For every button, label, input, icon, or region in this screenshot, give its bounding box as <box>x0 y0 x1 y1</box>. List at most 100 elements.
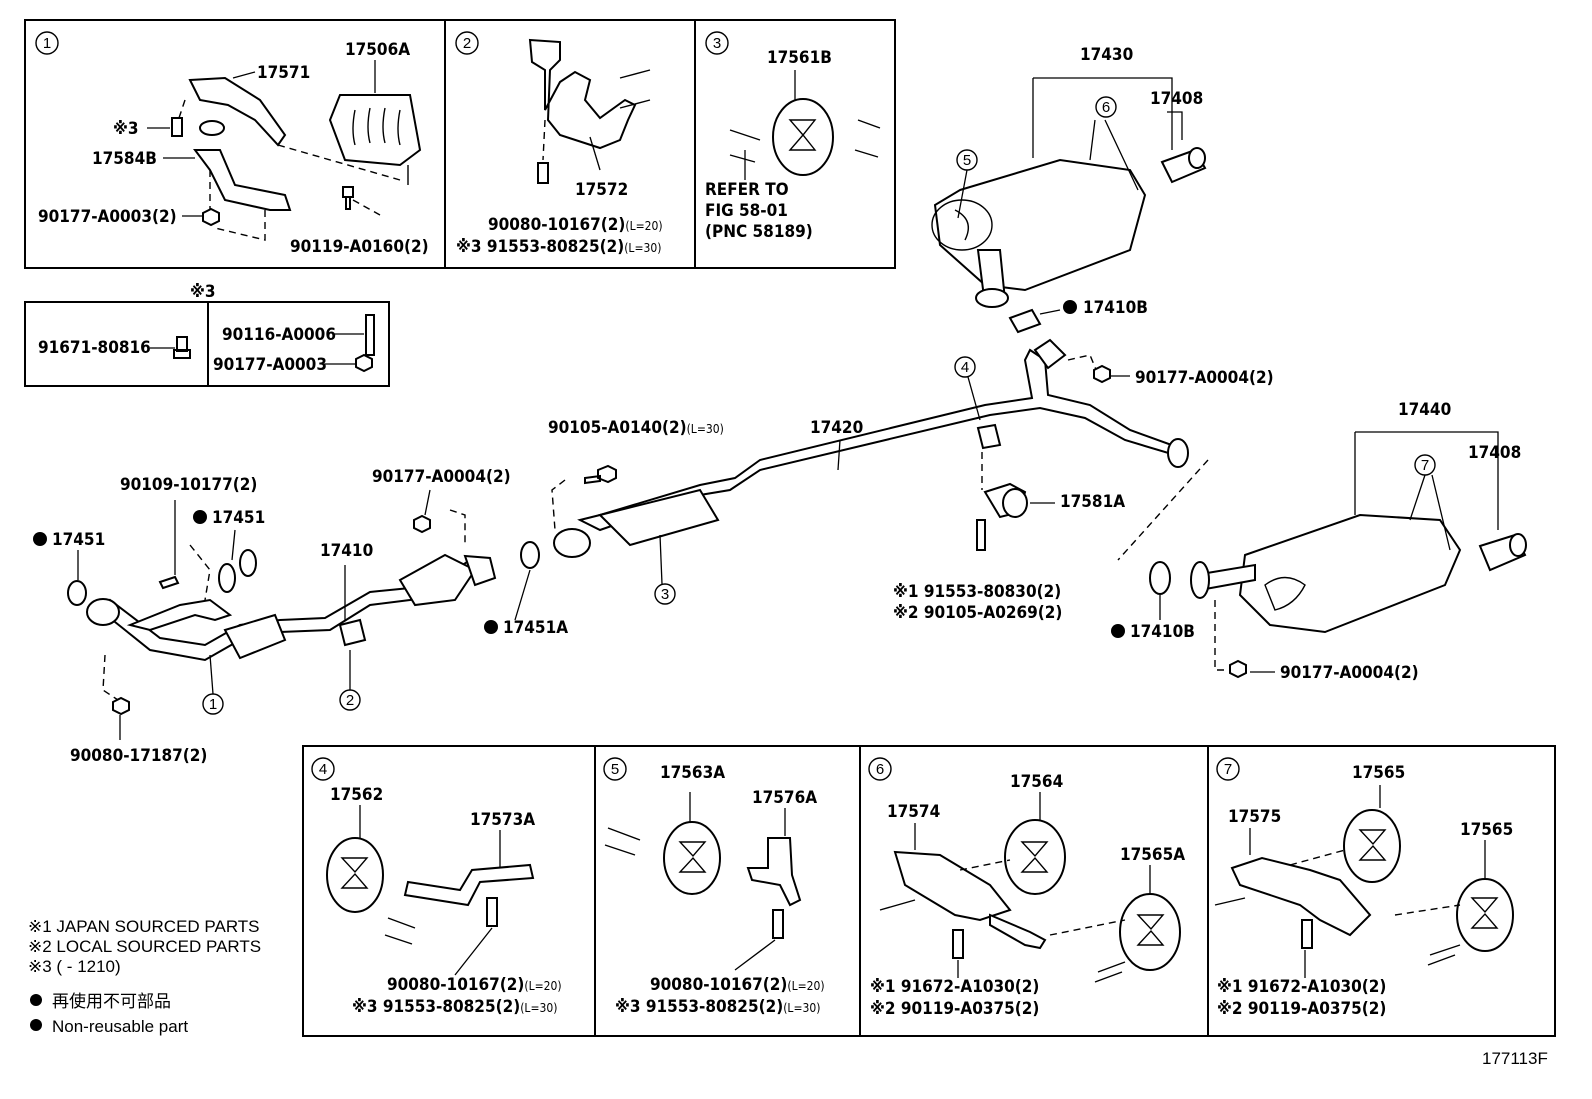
note-local-sourced: ※2 LOCAL SOURCED PARTS <box>28 937 261 956</box>
panel-1: 1 17571 17506A ※3 17584B 90177-A0003(2) … <box>24 19 446 269</box>
nut-90177-A0004-lower <box>1229 659 1247 679</box>
gasket-17410B-upper <box>1008 308 1042 334</box>
label-17440: 17440 <box>1398 400 1451 420</box>
label-17451-mid: 17451 <box>212 508 265 528</box>
label-90119-A0160: 90119-A0160(2) <box>290 237 429 257</box>
label-90177-A0003-star3: 90177-A0003 <box>213 355 327 375</box>
bracket-17575 <box>1230 856 1372 937</box>
panel-6-number: 6 <box>876 761 884 778</box>
panel-6: 6 17574 17564 17565A ※1 91672-A1030(2) ※… <box>868 757 1185 1019</box>
label-17576A: 17576A <box>752 788 817 808</box>
refer-line-2: FIG 58-01 <box>705 201 788 221</box>
label-90105-A0269: ※2 90105-A0269(2) <box>893 603 1062 623</box>
label-90080-10167-p5: 90080-10167(2)(L=20) <box>650 975 825 995</box>
label-90116-A0006: 90116-A0006 <box>222 325 336 345</box>
bracket-17571 <box>188 76 287 147</box>
label-90080-10167-p4: 90080-10167(2)(L=20) <box>387 975 562 995</box>
label-91553-80825-p4: ※3 91553-80825(2)(L=30) <box>352 997 557 1017</box>
label-17564: 17564 <box>1010 772 1063 792</box>
panel-star3-title: ※3 <box>190 282 216 302</box>
hanger-rubber-17563A <box>663 821 721 895</box>
label-17451-left: 17451 <box>52 530 105 550</box>
label-91553-80830: ※1 91553-80830(2) <box>893 582 1061 602</box>
label-17571: 17571 <box>257 63 310 83</box>
legend-notes: ※1 JAPAN SOURCED PARTS ※2 LOCAL SOURCED … <box>28 917 261 1036</box>
label-17575: 17575 <box>1228 807 1281 827</box>
bolt-91553-80830 <box>976 519 986 551</box>
label-17584B: 17584B <box>92 149 157 169</box>
panel-1-number: 1 <box>43 35 51 52</box>
refer-line-1: REFER TO <box>705 180 789 200</box>
center-pipe-17420 <box>577 348 1182 532</box>
figure-code: 177113F <box>1482 1049 1548 1068</box>
bottom-panels-frame <box>302 745 1556 1037</box>
label-17565-a: 17565 <box>1352 763 1405 783</box>
note-non-reusable-jp: 再使用不可部品 <box>52 991 171 1011</box>
bolt-star3 <box>171 117 183 137</box>
hanger-rubber-17561B <box>772 98 834 176</box>
label-17408-upper: 17408 <box>1150 89 1203 109</box>
label-90080-17187: 90080-17187(2) <box>70 746 207 766</box>
gasket-17451-mid <box>218 563 236 593</box>
panel-star3: ※3 91671-80816 90116-A0006 90177-A0003 <box>24 282 390 387</box>
label-17574: 17574 <box>887 802 940 822</box>
bracket-17574 <box>893 850 1012 922</box>
label-90109-10177: 90109-10177(2) <box>120 475 257 495</box>
muffler-17430 <box>933 158 1147 292</box>
panel-4-number: 4 <box>319 761 327 778</box>
callout-3: 3 <box>661 586 669 603</box>
label-90105-A0140: 90105-A0140(2)(L=30) <box>548 418 724 438</box>
label-90177-A0004-upper: 90177-A0004(2) <box>1135 368 1274 388</box>
callout-5: 5 <box>963 152 971 169</box>
label-17506A: 17506A <box>345 40 410 60</box>
label-17565-b: 17565 <box>1460 820 1513 840</box>
hanger-rubber-17565-a <box>1343 809 1401 883</box>
panel-2: 2 17572 90080-10167(2)(L=20) ※3 91553-80… <box>444 19 696 269</box>
label-91553-80825-p2: ※3 91553-80825(2)(L=30) <box>456 237 661 257</box>
bolt-90119-A0160 <box>342 186 354 210</box>
note-star3-range: ※3 ( - 1210) <box>28 957 121 976</box>
panel-2-number: 2 <box>463 35 471 52</box>
bracket-17584B <box>193 149 292 211</box>
label-90177-A0004-lower: 90177-A0004(2) <box>1280 663 1419 683</box>
panel-7: 7 17575 17565 17565 ※1 91672-A1030(2) ※2… <box>1214 757 1514 1019</box>
catalyst-1 <box>223 613 287 660</box>
label-91672-A1030-p7: ※1 91672-A1030(2) <box>1217 977 1386 997</box>
bracket-17573A <box>403 863 535 907</box>
label-17581A: 17581A <box>1060 492 1125 512</box>
callout-6: 6 <box>1102 99 1110 116</box>
label-17563A: 17563A <box>660 763 725 783</box>
label-90177-A0003: 90177-A0003(2) <box>38 207 177 227</box>
panel-5: 5 17563A 17576A 90080-10167(2)(L=20) ※3 … <box>603 757 825 1017</box>
callout-7: 7 <box>1421 457 1429 474</box>
bolt-91671-80816 <box>173 336 191 359</box>
label-17410: 17410 <box>320 541 373 561</box>
nut-90177-A0003 <box>202 207 220 227</box>
bolt-90109-10177 <box>158 575 180 590</box>
sub-muffler <box>598 488 720 547</box>
callout-4: 4 <box>961 359 969 376</box>
label-17410B-upper: 17410B <box>1083 298 1148 318</box>
label-17561B: 17561B <box>767 48 832 68</box>
label-star3: ※3 <box>113 119 139 139</box>
panel-5-number: 5 <box>611 761 619 778</box>
note-japan-sourced: ※1 JAPAN SOURCED PARTS <box>28 917 260 936</box>
note-non-reusable-en: Non-reusable part <box>52 1017 188 1036</box>
catalyst-2 <box>398 553 477 607</box>
callout-2: 2 <box>346 692 354 709</box>
label-17430: 17430 <box>1080 45 1133 65</box>
main-assembly: 6 5 17430 17408 17410B 90177-A0004(2) 17… <box>33 45 1527 766</box>
insulator-17506A <box>328 94 422 167</box>
gasket-17451-left <box>67 580 87 606</box>
label-91671-80816: 91671-80816 <box>38 338 151 358</box>
label-17408-lower: 17408 <box>1468 443 1521 463</box>
refer-line-3: (PNC 58189) <box>705 222 813 242</box>
label-91553-80825-p5: ※3 91553-80825(2)(L=30) <box>615 997 820 1017</box>
panel-3-number: 3 <box>713 35 721 52</box>
label-90080-10167-p2: 90080-10167(2)(L=20) <box>488 215 663 235</box>
muffler-17440 <box>1238 513 1462 634</box>
nut-90177-A0004-front <box>413 514 431 534</box>
bolt-90105-A0140 <box>584 464 617 485</box>
gasket-17451A <box>520 541 540 569</box>
